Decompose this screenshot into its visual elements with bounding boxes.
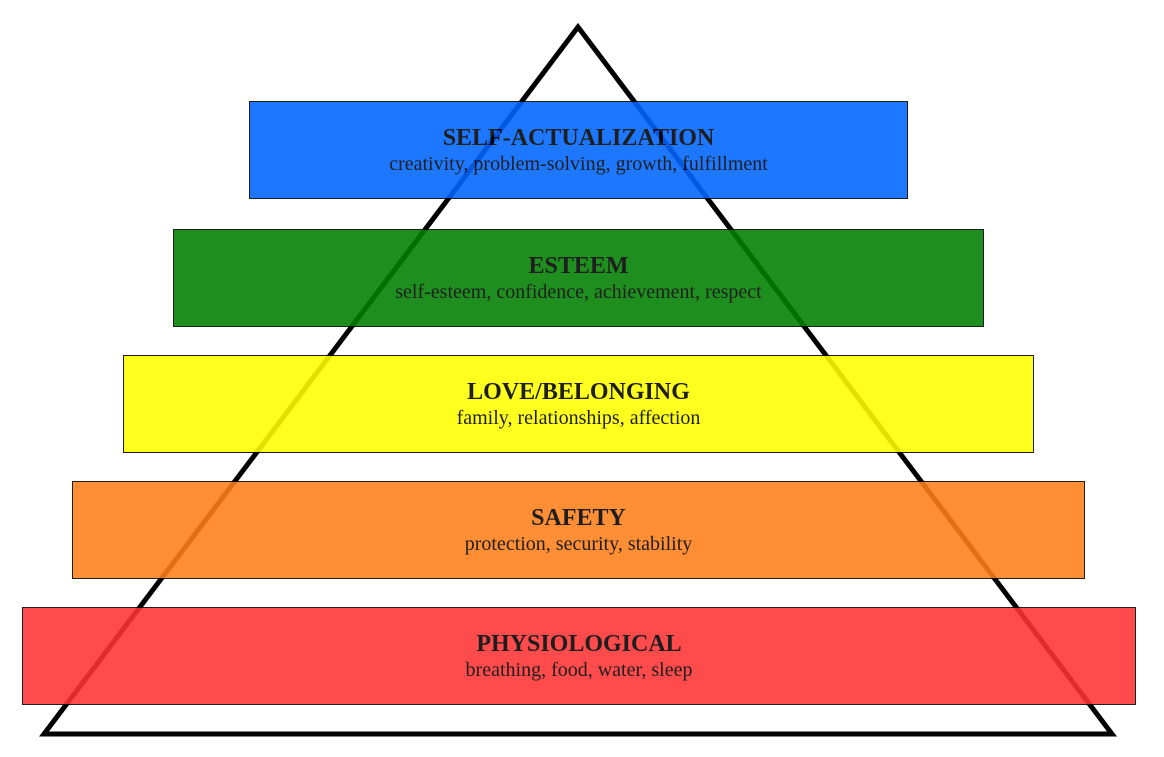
level-description: self-esteem, confidence, achievement, re… bbox=[395, 281, 762, 303]
level-description: protection, security, stability bbox=[464, 533, 693, 555]
level-physiological: PHYSIOLOGICAL breathing, food, water, sl… bbox=[22, 607, 1136, 705]
level-title: ESTEEM bbox=[528, 253, 629, 279]
level-safety: SAFETY protection, security, stability bbox=[72, 481, 1085, 579]
level-title: PHYSIOLOGICAL bbox=[476, 631, 682, 657]
level-love-belonging: LOVE/BELONGING family, relationships, af… bbox=[123, 355, 1034, 453]
level-title: LOVE/BELONGING bbox=[467, 379, 690, 405]
level-description: creativity, problem-solving, growth, ful… bbox=[389, 153, 768, 175]
level-title: SELF-ACTUALIZATION bbox=[442, 125, 715, 151]
level-self-actualization: SELF-ACTUALIZATION creativity, problem-s… bbox=[249, 101, 908, 199]
level-description: family, relationships, affection bbox=[456, 407, 701, 429]
level-title: SAFETY bbox=[531, 505, 626, 531]
level-esteem: ESTEEM self-esteem, confidence, achievem… bbox=[173, 229, 984, 327]
level-description: breathing, food, water, sleep bbox=[465, 659, 693, 681]
